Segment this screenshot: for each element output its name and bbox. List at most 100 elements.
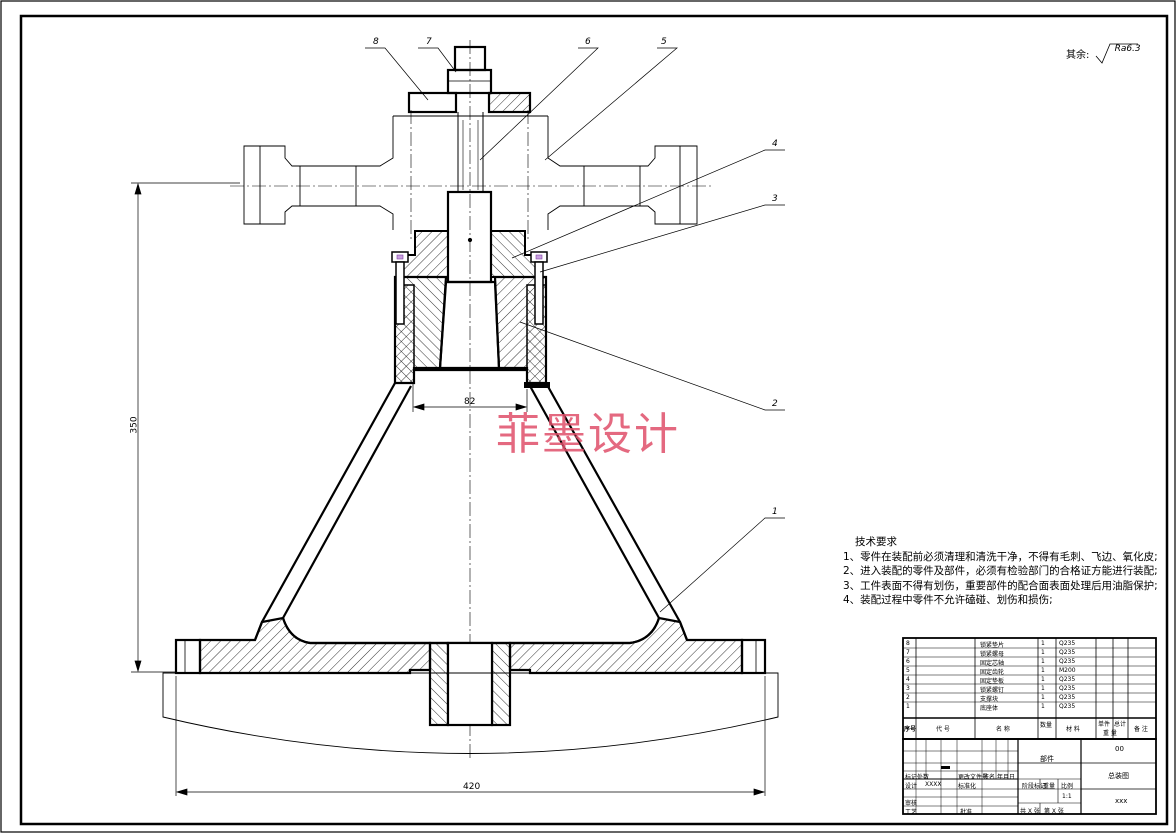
bom-name: 支撑块 — [980, 696, 999, 703]
bom-mat: Q235 — [1059, 676, 1076, 683]
balloon-3: 3 — [772, 194, 778, 204]
bom-table — [902, 637, 1157, 740]
lock-nut-part7 — [446, 45, 493, 95]
bom-header-total-weight: 总计 — [1114, 721, 1127, 728]
tb-process: 工艺 — [905, 809, 918, 816]
mounting-table — [162, 672, 779, 754]
bom-header-code: 代 号 — [936, 726, 950, 733]
bom-name: 底座体 — [980, 705, 999, 712]
balloon-7: 7 — [426, 37, 432, 47]
title-block — [902, 738, 1157, 815]
tb-drawing-name: 总装图 — [1108, 772, 1129, 780]
part-leaders — [365, 47, 785, 613]
inner-frame — [19, 14, 1169, 826]
bom-no: 7 — [906, 649, 910, 656]
bom-header-no: 序号 — [904, 726, 917, 733]
tb-company: xxx — [1115, 797, 1128, 805]
bom-mat: Q235 — [1059, 703, 1076, 710]
bom-no: 8 — [906, 640, 910, 647]
bom-name: 固定芯轴 — [980, 660, 1005, 667]
bom-mat: Q235 — [1059, 694, 1076, 701]
bom-qty: 1 — [1041, 676, 1045, 683]
roughness-note: 其余: Ra6.3 — [1066, 44, 1141, 61]
balloon-8: 8 — [373, 37, 379, 47]
bom-no: 1 — [906, 703, 910, 710]
balloon-6: 6 — [585, 37, 591, 47]
seal-ring — [524, 382, 550, 388]
fixing-plate-part4 — [399, 230, 543, 278]
bom-header-qty: 数量 — [1040, 722, 1053, 729]
tb-sheet-no: 第 X 张 — [1044, 808, 1064, 815]
bom-no: 3 — [906, 685, 910, 692]
bom-qty: 1 — [1041, 658, 1045, 665]
bom-qty: 1 — [1041, 649, 1045, 656]
bom-name: 锁紧螺母 — [980, 651, 1005, 658]
bom-qty: 1 — [1041, 685, 1045, 692]
tb-design-value: XXXX — [925, 781, 942, 788]
tb-scale: 比例 — [1061, 783, 1074, 790]
tb-review: 审核 — [905, 800, 918, 807]
bom-qty: 1 — [1041, 703, 1045, 710]
tb-count: 处数 — [917, 774, 930, 781]
dimension-bore: 82 — [464, 397, 476, 407]
bom-name: 锁紧螺钉 — [980, 687, 1005, 694]
balloon-1: 1 — [772, 507, 778, 517]
tech-req-item: 4、装配过程中零件不允许磕碰、划伤和损伤; — [843, 594, 1053, 607]
base-flange — [198, 616, 744, 727]
bom-header-mat: 材 料 — [1066, 726, 1080, 733]
roughness-symbol — [1095, 43, 1138, 64]
bom-no: 5 — [906, 667, 910, 674]
technical-requirements: 技术要求 1、零件在装配前必须清理和清洗干净，不得有毛刺、飞边、氧化皮; 2、进… — [843, 535, 1158, 608]
lock-washer-part8 — [407, 91, 532, 114]
tb-stage-mark: 阶段标记 — [1022, 783, 1047, 790]
bom-mat: Q235 — [1059, 658, 1076, 665]
watermark-text: 菲墨设计 — [496, 409, 680, 460]
bom-name: 锁紧垫片 — [980, 642, 1005, 649]
balloon-2: 2 — [772, 399, 778, 409]
bom-mat: M200 — [1059, 667, 1076, 674]
bom-header-unit-weight: 单件 — [1098, 721, 1111, 728]
balloon-4: 4 — [772, 139, 778, 149]
bom-header-remark: 备 注 — [1134, 726, 1148, 733]
bom-header-name: 名 称 — [996, 726, 1010, 733]
tb-approve: 批准 — [960, 809, 973, 816]
tb-weight: 重量 — [1043, 783, 1056, 790]
lock-screw-part3 — [391, 251, 548, 325]
tb-drawing-no: 00 — [1115, 745, 1124, 753]
bom-no: 6 — [906, 658, 910, 665]
tb-sheets-total: 共 X 张 — [1020, 808, 1040, 815]
tb-signature: 签名 — [983, 774, 996, 781]
tb-standardization: 标准化 — [958, 783, 977, 790]
bom-mat: Q235 — [1059, 649, 1076, 656]
dimension-width: 420 — [463, 782, 481, 792]
roughness-value: Ra6.3 — [1114, 44, 1141, 54]
balloon-5: 5 — [661, 37, 667, 47]
bom-header-weight: 重 量 — [1103, 730, 1117, 737]
bom-qty: 1 — [1041, 694, 1045, 701]
bom-mat: Q235 — [1059, 685, 1076, 692]
tb-mark: 标记 — [905, 774, 918, 781]
bom-no: 4 — [906, 676, 910, 683]
tb-design: 设计 — [905, 783, 918, 790]
roughness-prefix: 其余: — [1066, 50, 1090, 61]
bom-mat: Q235 — [1059, 640, 1076, 647]
bom-name: 固定齿轮 — [980, 669, 1005, 676]
bom-name: 固定垫板 — [980, 678, 1005, 685]
fixture-head-outline — [243, 115, 698, 230]
tech-req-title: 技术要求 — [855, 536, 897, 548]
tech-req-item: 1、零件在装配前必须清理和清洗干净，不得有毛刺、飞边、氧化皮; — [843, 550, 1158, 563]
bom-qty: 1 — [1041, 640, 1045, 647]
tech-req-item: 3、工件表面不得有划伤，重要部件的配合面表面处理后用油脂保护; — [843, 579, 1158, 592]
tech-req-item: 2、进入装配的零件及部件，必须有检验部门的合格证方能进行装配; — [843, 565, 1158, 578]
tb-part-label: 部件 — [1040, 755, 1054, 763]
tb-scale-value: 1:1 — [1062, 793, 1072, 800]
tb-change-file: 更改文件号 — [958, 774, 989, 781]
dimension-lines — [131, 182, 766, 796]
dimension-height: 350 — [129, 416, 140, 434]
centerlines — [230, 40, 712, 760]
bom-qty: 1 — [1041, 667, 1045, 674]
bom-no: 2 — [906, 694, 910, 701]
tb-date: 年月日 — [997, 774, 1016, 781]
